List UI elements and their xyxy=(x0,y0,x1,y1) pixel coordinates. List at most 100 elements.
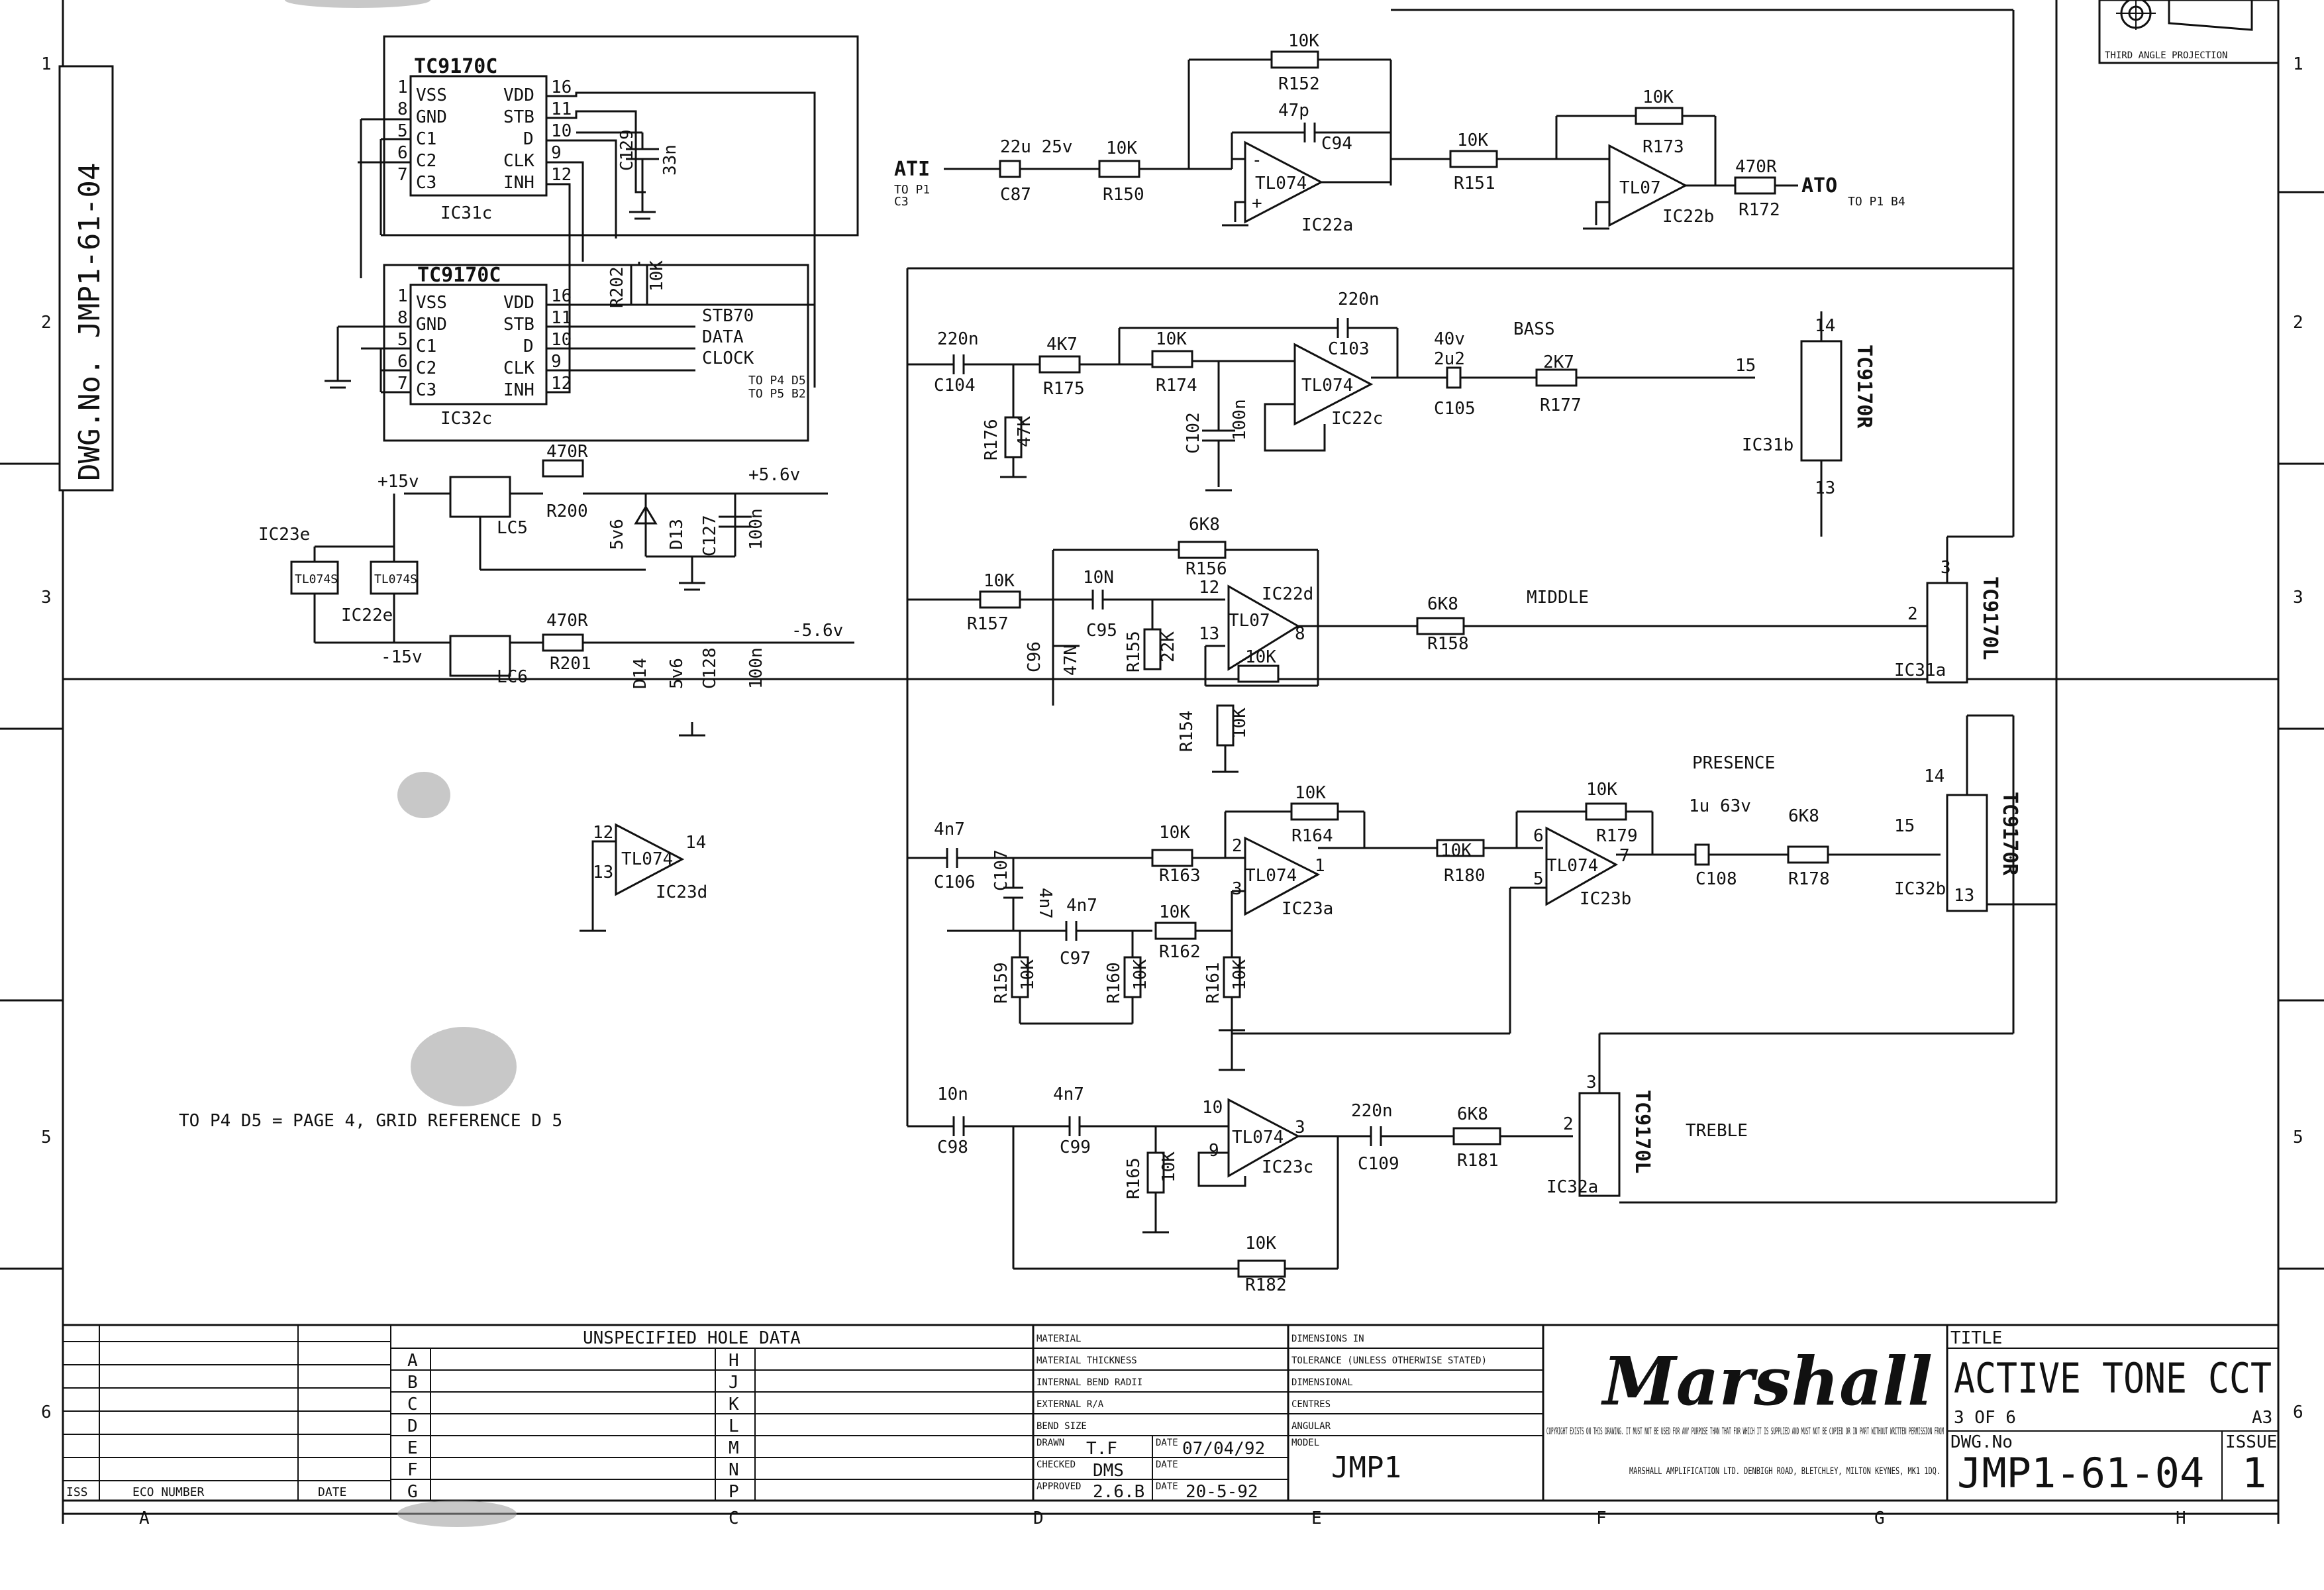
svg-text:14: 14 xyxy=(685,833,706,853)
svg-text:JMP1: JMP1 xyxy=(1331,1451,1401,1485)
svg-text:1: 1 xyxy=(2242,1449,2266,1497)
svg-text:IC31a: IC31a xyxy=(1894,661,1946,680)
svg-text:C1: C1 xyxy=(416,337,436,356)
svg-text:C104: C104 xyxy=(934,376,976,396)
svg-text:+: + xyxy=(1252,193,1262,213)
svg-text:C99: C99 xyxy=(1060,1138,1091,1157)
svg-text:R162: R162 xyxy=(1159,942,1201,962)
treble-stage: 10n C98 4n7 C99 10K R182 R165 10K TL074 … xyxy=(907,1032,2056,1295)
svg-text:TC9170L: TC9170L xyxy=(1631,1090,1654,1173)
svg-text:LC5: LC5 xyxy=(497,518,528,538)
svg-text:33n: 33n xyxy=(660,144,680,176)
svg-text:10K: 10K xyxy=(1245,1234,1276,1253)
svg-text:R176: R176 xyxy=(982,419,1001,460)
svg-text:13: 13 xyxy=(1954,886,1974,906)
svg-text:PRESENCE: PRESENCE xyxy=(1692,753,1775,773)
svg-text:IC22b: IC22b xyxy=(1662,207,1714,227)
svg-text:TITLE: TITLE xyxy=(1950,1328,2002,1348)
svg-text:C1: C1 xyxy=(416,129,436,149)
svg-text:220n: 220n xyxy=(1338,290,1380,309)
grid-row: 3 xyxy=(41,588,52,608)
drawing-frame xyxy=(0,0,2324,1524)
svg-text:100n: 100n xyxy=(746,647,766,689)
svg-text:D: D xyxy=(523,129,534,149)
svg-text:40v: 40v xyxy=(1434,329,1465,349)
svg-text:IC23e: IC23e xyxy=(258,525,310,545)
svg-text:12: 12 xyxy=(551,374,572,394)
svg-text:GND: GND xyxy=(416,107,447,127)
svg-text:TL074: TL074 xyxy=(1232,1128,1284,1147)
svg-text:C107: C107 xyxy=(991,849,1011,891)
svg-text:10n: 10n xyxy=(937,1085,968,1104)
svg-text:IC32c: IC32c xyxy=(440,409,492,429)
svg-text:C98: C98 xyxy=(937,1138,968,1157)
svg-text:9: 9 xyxy=(551,352,562,372)
svg-text:20-5-92: 20-5-92 xyxy=(1186,1482,1258,1502)
svg-text:IC23a: IC23a xyxy=(1282,899,1333,919)
svg-text:TL074: TL074 xyxy=(1301,376,1353,396)
svg-text:TC9170C: TC9170C xyxy=(414,55,497,78)
svg-text:15: 15 xyxy=(1735,356,1756,376)
svg-text:D13: D13 xyxy=(667,519,687,550)
title-block: ISS ECO NUMBER DATE UNSPECIFIED HOLE DAT… xyxy=(62,1324,2280,1515)
svg-text:TL074: TL074 xyxy=(621,849,673,869)
svg-text:C: C xyxy=(407,1395,418,1414)
svg-text:COPYRIGHT EXISTS ON THIS DRAWI: COPYRIGHT EXISTS ON THIS DRAWING. IT MUS… xyxy=(1546,1426,1944,1437)
svg-text:6K8: 6K8 xyxy=(1788,806,1819,826)
svg-text:CENTRES: CENTRES xyxy=(1291,1399,1331,1410)
svg-text:F: F xyxy=(1596,1509,1607,1528)
svg-text:IC23c: IC23c xyxy=(1262,1157,1313,1177)
svg-text:10K: 10K xyxy=(1159,902,1190,922)
svg-text:J: J xyxy=(729,1373,739,1393)
svg-text:TL074S: TL074S xyxy=(374,572,417,586)
svg-text:4K7: 4K7 xyxy=(1046,335,1078,354)
svg-text:ECO NUMBER: ECO NUMBER xyxy=(132,1485,205,1499)
svg-text:2.6.B: 2.6.B xyxy=(1093,1482,1144,1502)
svg-text:R182: R182 xyxy=(1245,1275,1287,1295)
svg-text:TO P4 D5: TO P4 D5 xyxy=(748,374,806,388)
projection-symbol: THIRD ANGLE PROJECTION xyxy=(2098,0,2280,64)
svg-text:3: 3 xyxy=(1232,879,1242,899)
svg-text:13: 13 xyxy=(1815,478,1835,498)
svg-text:C129: C129 xyxy=(617,129,637,171)
svg-text:TL074: TL074 xyxy=(1245,866,1297,886)
svg-text:8: 8 xyxy=(397,99,408,119)
svg-text:E: E xyxy=(1311,1509,1322,1528)
svg-text:10K: 10K xyxy=(1018,959,1038,990)
svg-text:C105: C105 xyxy=(1434,399,1476,419)
svg-text:100n: 100n xyxy=(746,508,766,550)
svg-text:10: 10 xyxy=(1202,1098,1223,1118)
svg-text:6K8: 6K8 xyxy=(1189,515,1220,535)
svg-text:C94: C94 xyxy=(1321,134,1352,154)
svg-text:4n7: 4n7 xyxy=(1053,1085,1084,1104)
svg-text:3: 3 xyxy=(1586,1073,1597,1092)
svg-text:TC9170C: TC9170C xyxy=(417,264,501,287)
svg-text:STB70: STB70 xyxy=(702,306,754,326)
svg-text:R178: R178 xyxy=(1788,869,1830,889)
svg-text:2: 2 xyxy=(1907,604,1918,624)
svg-text:TC9170R: TC9170R xyxy=(1852,344,1876,429)
svg-text:4n7: 4n7 xyxy=(1066,896,1097,916)
svg-text:R201: R201 xyxy=(550,654,591,674)
svg-text:C97: C97 xyxy=(1060,949,1091,969)
svg-text:C102: C102 xyxy=(1184,412,1203,454)
svg-text:R163: R163 xyxy=(1159,866,1201,886)
svg-text:11: 11 xyxy=(551,99,572,119)
svg-text:DWG.No.JMP1-61-04: DWG.No.JMP1-61-04 xyxy=(73,163,107,481)
svg-text:10K: 10K xyxy=(1642,87,1674,107)
svg-text:ATI: ATI xyxy=(894,158,930,181)
middle-stage: 10K R157 10N C95 6K8 R156 R155 22K C96 4… xyxy=(907,515,2013,773)
svg-text:47N: 47N xyxy=(1061,645,1081,676)
svg-text:C2: C2 xyxy=(416,151,436,171)
svg-text:R157: R157 xyxy=(967,614,1009,634)
svg-text:10K: 10K xyxy=(1245,647,1276,667)
svg-text:D: D xyxy=(407,1416,418,1436)
svg-text:IC31b: IC31b xyxy=(1742,435,1794,455)
svg-text:4n7: 4n7 xyxy=(934,820,965,839)
grid-row-labels: 1 2 3 5 6 1 2 3 5 6 xyxy=(41,54,2303,1422)
svg-text:MATERIAL: MATERIAL xyxy=(1036,1334,1081,1344)
grid-row: 1 xyxy=(41,54,52,74)
svg-text:STB: STB xyxy=(503,315,534,335)
grid-row: 6 xyxy=(2293,1403,2303,1422)
